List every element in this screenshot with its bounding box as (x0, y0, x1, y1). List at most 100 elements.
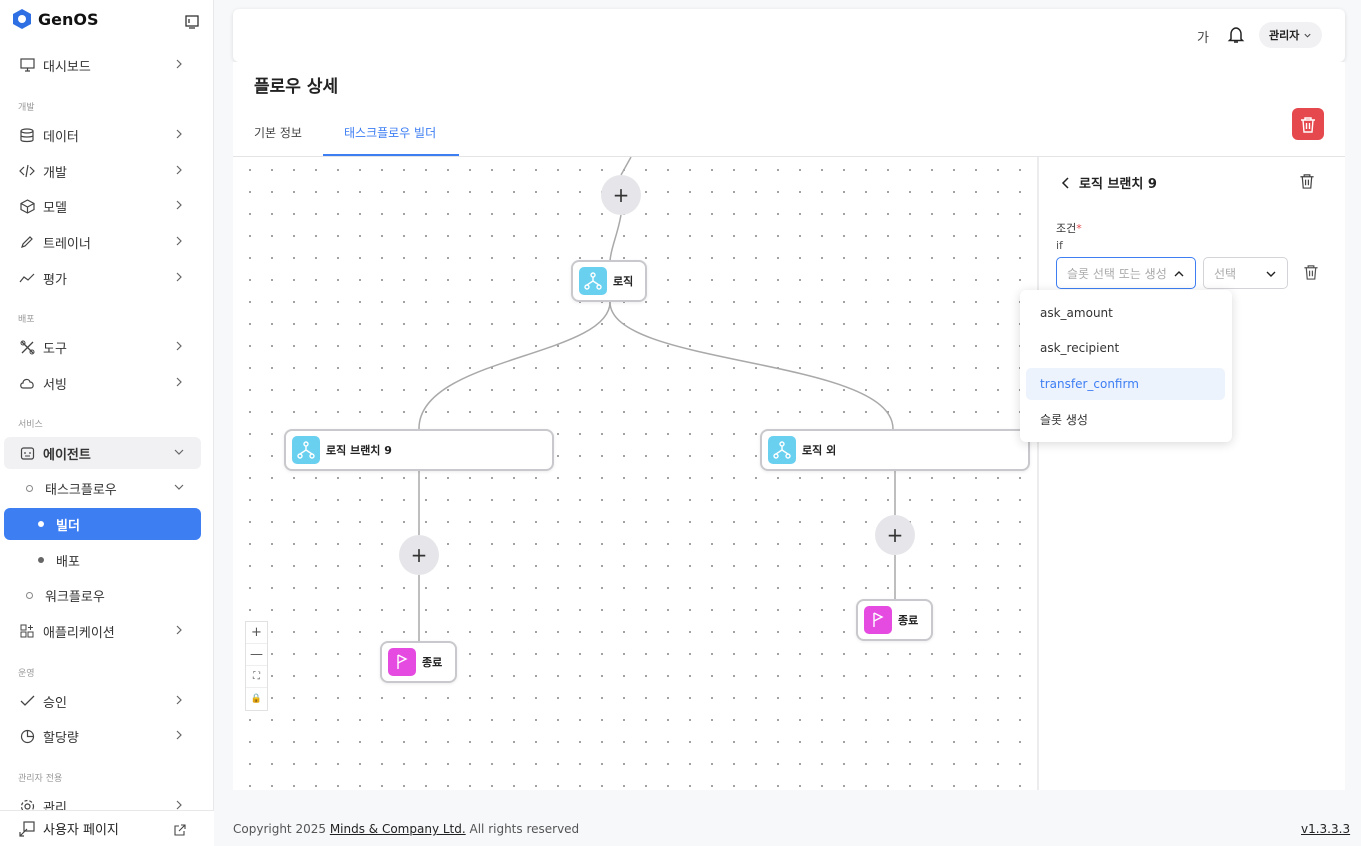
canvas-zoom-controls: + — ⛶ 🔒 (245, 621, 268, 711)
sidebar-item-model[interactable]: 모델 (4, 190, 201, 222)
tab-taskflow-builder[interactable]: 태스크플로우 빌더 (344, 126, 437, 140)
sidebar-item-dashboard[interactable]: 대시보드 (4, 49, 201, 81)
plus-icon: + (612, 183, 630, 207)
sidebar-item-label: 데이터 (43, 129, 79, 145)
sidebar-item-dev[interactable]: 개발 (4, 155, 201, 187)
chevron-down-icon (174, 484, 184, 490)
node-settings-panel: 로직 브랜치 9 조건* if 슬롯 선택 또는 생성 선택 (1037, 157, 1345, 790)
flag-icon (388, 648, 416, 676)
node-end-left[interactable]: 종료 (380, 641, 457, 683)
trash-icon[interactable] (1303, 264, 1319, 280)
genos-logo-icon (13, 9, 31, 29)
sidebar-item-serving[interactable]: 서빙 (4, 367, 201, 399)
chevron-right-icon (176, 730, 182, 740)
sidebar-item-label: 대시보드 (43, 59, 91, 75)
sidebar-item-label: 배포 (56, 554, 80, 570)
tab-basic-info[interactable]: 기본 정보 (254, 126, 302, 140)
sidebar-item-label: 승인 (43, 695, 67, 711)
branch-icon (579, 267, 607, 295)
flow-canvas[interactable]: + 로직 로직 브랜치 9 로직 외 + + 종료 종료 + — ⛶ 🔒 (233, 157, 1037, 790)
active-tab-indicator (323, 154, 459, 156)
user-page-link[interactable]: 사용자 페이지 (0, 810, 214, 846)
monitor-icon (19, 57, 35, 73)
section-label-ops: 운영 (18, 669, 35, 679)
add-node-button[interactable]: + (875, 515, 915, 555)
section-label-deploy: 배포 (18, 315, 35, 325)
sidebar-item-label: 빌더 (56, 518, 80, 534)
zoom-in-button[interactable]: + (246, 622, 267, 644)
slot-select[interactable]: 슬롯 선택 또는 생성 (1056, 257, 1196, 289)
sidebar-item-label: 태스크플로우 (45, 482, 117, 498)
sidebar-item-trainer[interactable]: 트레이너 (4, 226, 201, 258)
sidebar-collapse-icon[interactable] (184, 14, 200, 30)
delete-flow-button[interactable] (1292, 108, 1324, 140)
page-title: 플로우 상세 (254, 77, 339, 97)
back-chevron-icon[interactable] (1061, 176, 1071, 189)
node-end-right[interactable]: 종료 (856, 599, 933, 641)
node-label: 종료 (422, 656, 443, 669)
sidebar-item-tool[interactable]: 도구 (4, 331, 201, 363)
lock-button[interactable]: 🔒 (250, 694, 263, 704)
apps-icon (19, 623, 35, 639)
chevron-right-icon (176, 800, 182, 810)
chevron-down-icon (1304, 33, 1311, 38)
sidebar-item-label: 에이전트 (43, 447, 91, 463)
chevron-down-icon (174, 449, 184, 455)
sidebar-item-agent[interactable]: 에이전트 (4, 437, 201, 469)
sidebar-item-deploy[interactable]: 배포 (4, 544, 201, 576)
section-label-admin: 관리자 전용 (18, 774, 63, 784)
node-label: 종료 (898, 614, 919, 627)
sidebar-item-workflow[interactable]: 워크플로우 (4, 579, 201, 611)
sidebar-item-label: 할당량 (43, 730, 79, 746)
node-label: 로직 브랜치 9 (326, 444, 392, 457)
sidebar-item-taskflow[interactable]: 태스크플로우 (4, 472, 201, 504)
bell-icon[interactable] (1227, 26, 1245, 44)
sidebar-item-eval[interactable]: 평가 (4, 262, 201, 294)
node-logic-else[interactable]: 로직 외 (760, 429, 1030, 471)
user-name: 관리자 (1269, 29, 1300, 42)
chevron-right-icon (176, 59, 182, 69)
node-logic[interactable]: 로직 (571, 260, 647, 302)
dropdown-option[interactable]: ask_recipient (1040, 341, 1120, 355)
node-label: 로직 외 (802, 444, 837, 457)
sidebar-item-builder[interactable]: 빌더 (4, 508, 201, 540)
node-label: 로직 (613, 275, 634, 288)
slot-dropdown-menu: ask_amount ask_recipient transfer_confir… (1020, 290, 1232, 442)
sidebar-item-data[interactable]: 데이터 (4, 119, 201, 151)
chevron-up-icon (1174, 271, 1184, 277)
company-link[interactable]: Minds & Company Ltd. (329, 822, 466, 836)
add-node-button[interactable]: + (399, 535, 439, 575)
slot-select-placeholder: 슬롯 선택 또는 생성 (1067, 266, 1167, 281)
copyright-text: Copyright 2025 Minds & Company Ltd. All … (233, 822, 580, 836)
dropdown-option-create-slot[interactable]: 슬롯 생성 (1040, 412, 1088, 427)
sidebar-item-approval[interactable]: 승인 (4, 685, 201, 717)
trash-icon (1301, 116, 1315, 133)
version-link[interactable]: v1.3.3.3 (1301, 822, 1351, 836)
sidebar-item-application[interactable]: 애플리케이션 (4, 615, 201, 647)
panel-header: 로직 브랜치 9 (1061, 173, 1157, 192)
operator-select-placeholder: 선택 (1214, 266, 1237, 281)
fit-view-button[interactable]: ⛶ (246, 666, 267, 688)
operator-select[interactable]: 선택 (1203, 257, 1288, 289)
chevron-down-icon (1266, 271, 1276, 277)
chevron-right-icon (176, 625, 182, 635)
language-toggle[interactable]: 가 (1197, 31, 1209, 46)
chevron-right-icon (176, 695, 182, 705)
node-logic-branch-9[interactable]: 로직 브랜치 9 (284, 429, 554, 471)
chevron-right-icon (176, 272, 182, 282)
flow-edges (418, 157, 896, 641)
trash-icon[interactable] (1299, 173, 1315, 189)
dropdown-option[interactable]: ask_amount (1040, 306, 1113, 320)
app-logo[interactable]: GenOS (12, 8, 99, 30)
add-node-button[interactable]: + (601, 175, 641, 215)
ring-bullet-icon (26, 484, 33, 492)
plus-icon: + (410, 543, 428, 567)
user-menu-button[interactable]: 관리자 (1259, 22, 1323, 48)
zoom-out-button[interactable]: — (246, 644, 267, 666)
dropdown-option-highlighted[interactable]: transfer_confirm (1026, 368, 1225, 400)
cube-icon (19, 198, 35, 214)
robot-icon (19, 445, 35, 461)
top-header: 가 관리자 (233, 9, 1345, 62)
chevron-right-icon (176, 377, 182, 387)
sidebar-item-quota[interactable]: 할당량 (4, 720, 201, 752)
